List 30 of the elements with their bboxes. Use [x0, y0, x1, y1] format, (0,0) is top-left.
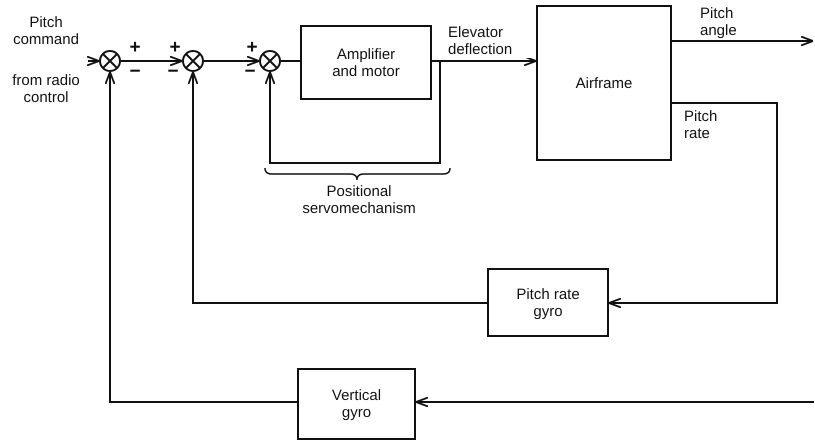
connector-arrow — [608, 102, 778, 308]
connector-arrow — [104, 71, 297, 403]
process-block — [487, 268, 609, 337]
input-label: from radio control — [11, 72, 81, 106]
group-label: Positional servomechanism — [301, 183, 417, 217]
summing-junction — [182, 50, 204, 72]
summing-junction — [99, 50, 121, 72]
connector-arrow — [264, 60, 441, 164]
connector-arrow — [415, 396, 814, 408]
input-label: Pitch command — [12, 14, 80, 48]
connector-arrow — [672, 36, 814, 46]
summing-junction — [259, 50, 281, 72]
sign-label: − — [243, 62, 257, 81]
connector-line — [281, 60, 300, 62]
connector-arrow — [86, 56, 100, 66]
sign-label: + — [128, 38, 142, 57]
sign-label: − — [166, 62, 180, 81]
block-label: Amplifier and motor — [331, 46, 401, 80]
process-block — [297, 368, 416, 440]
connector-arrow — [188, 71, 487, 304]
process-block — [536, 5, 672, 161]
block-label: Vertical gyro — [330, 387, 382, 421]
sign-label: − — [128, 62, 142, 81]
sign-label: + — [168, 38, 182, 57]
block-label: Airframe — [576, 74, 632, 92]
connector-arrow — [121, 56, 183, 66]
block-label: Pitch rate gyro — [515, 286, 581, 320]
sign-label: + — [245, 38, 259, 57]
process-block — [300, 25, 432, 100]
connector-arrow — [204, 56, 260, 66]
